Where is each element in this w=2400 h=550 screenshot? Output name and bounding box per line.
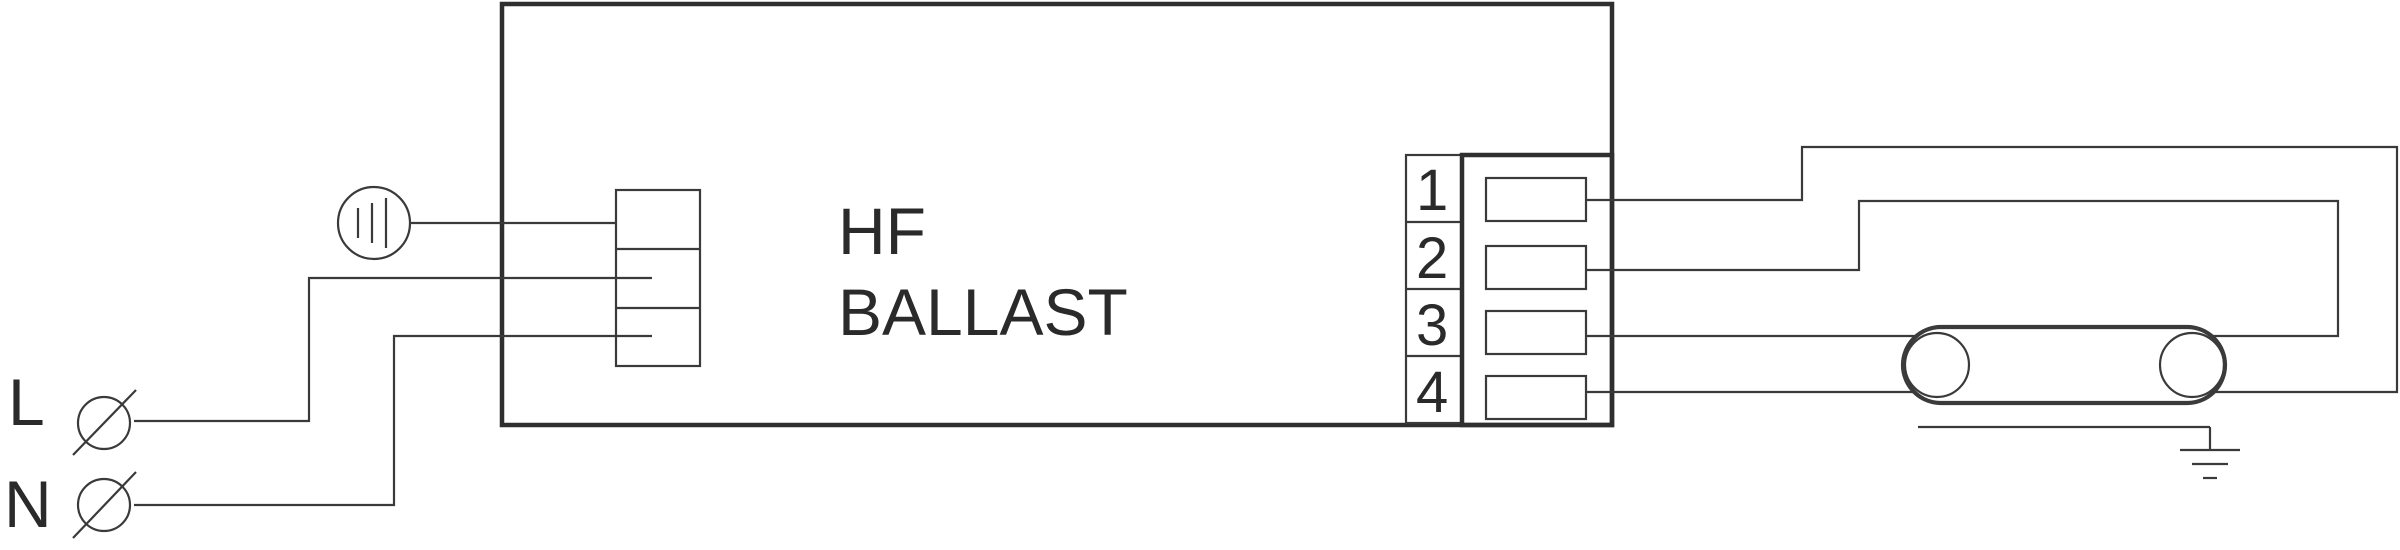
fluorescent-lamp-icon	[1900, 324, 2228, 406]
neutral-screw-terminal-icon	[72, 471, 137, 539]
terminal-number-strip	[1404, 153, 1464, 425]
live-screw-terminal-icon	[72, 389, 137, 456]
output-wire-2	[1586, 199, 2340, 338]
output-wire-1	[1586, 145, 2399, 394]
output-terminal-4	[1484, 374, 1588, 421]
ballast-label-line2: BALLAST	[838, 275, 1128, 349]
neutral-label: N	[4, 467, 52, 541]
live-wire	[134, 276, 652, 423]
terminal-number-4: 4	[1416, 360, 1448, 425]
live-label: L	[8, 365, 45, 439]
output-terminal-1	[1484, 176, 1588, 223]
output-terminal-3	[1484, 309, 1588, 356]
terminal-number-3: 3	[1416, 293, 1448, 358]
neutral-wire	[134, 334, 652, 507]
ground-icon	[1918, 425, 2240, 480]
terminal-number-2: 2	[1416, 226, 1448, 291]
output-terminal-2	[1484, 244, 1588, 291]
earth-terminal-icon	[336, 185, 412, 261]
output-terminal-block	[1459, 152, 1615, 428]
terminal-number-1: 1	[1416, 158, 1448, 223]
ballast-label-line1: HF	[838, 194, 926, 268]
